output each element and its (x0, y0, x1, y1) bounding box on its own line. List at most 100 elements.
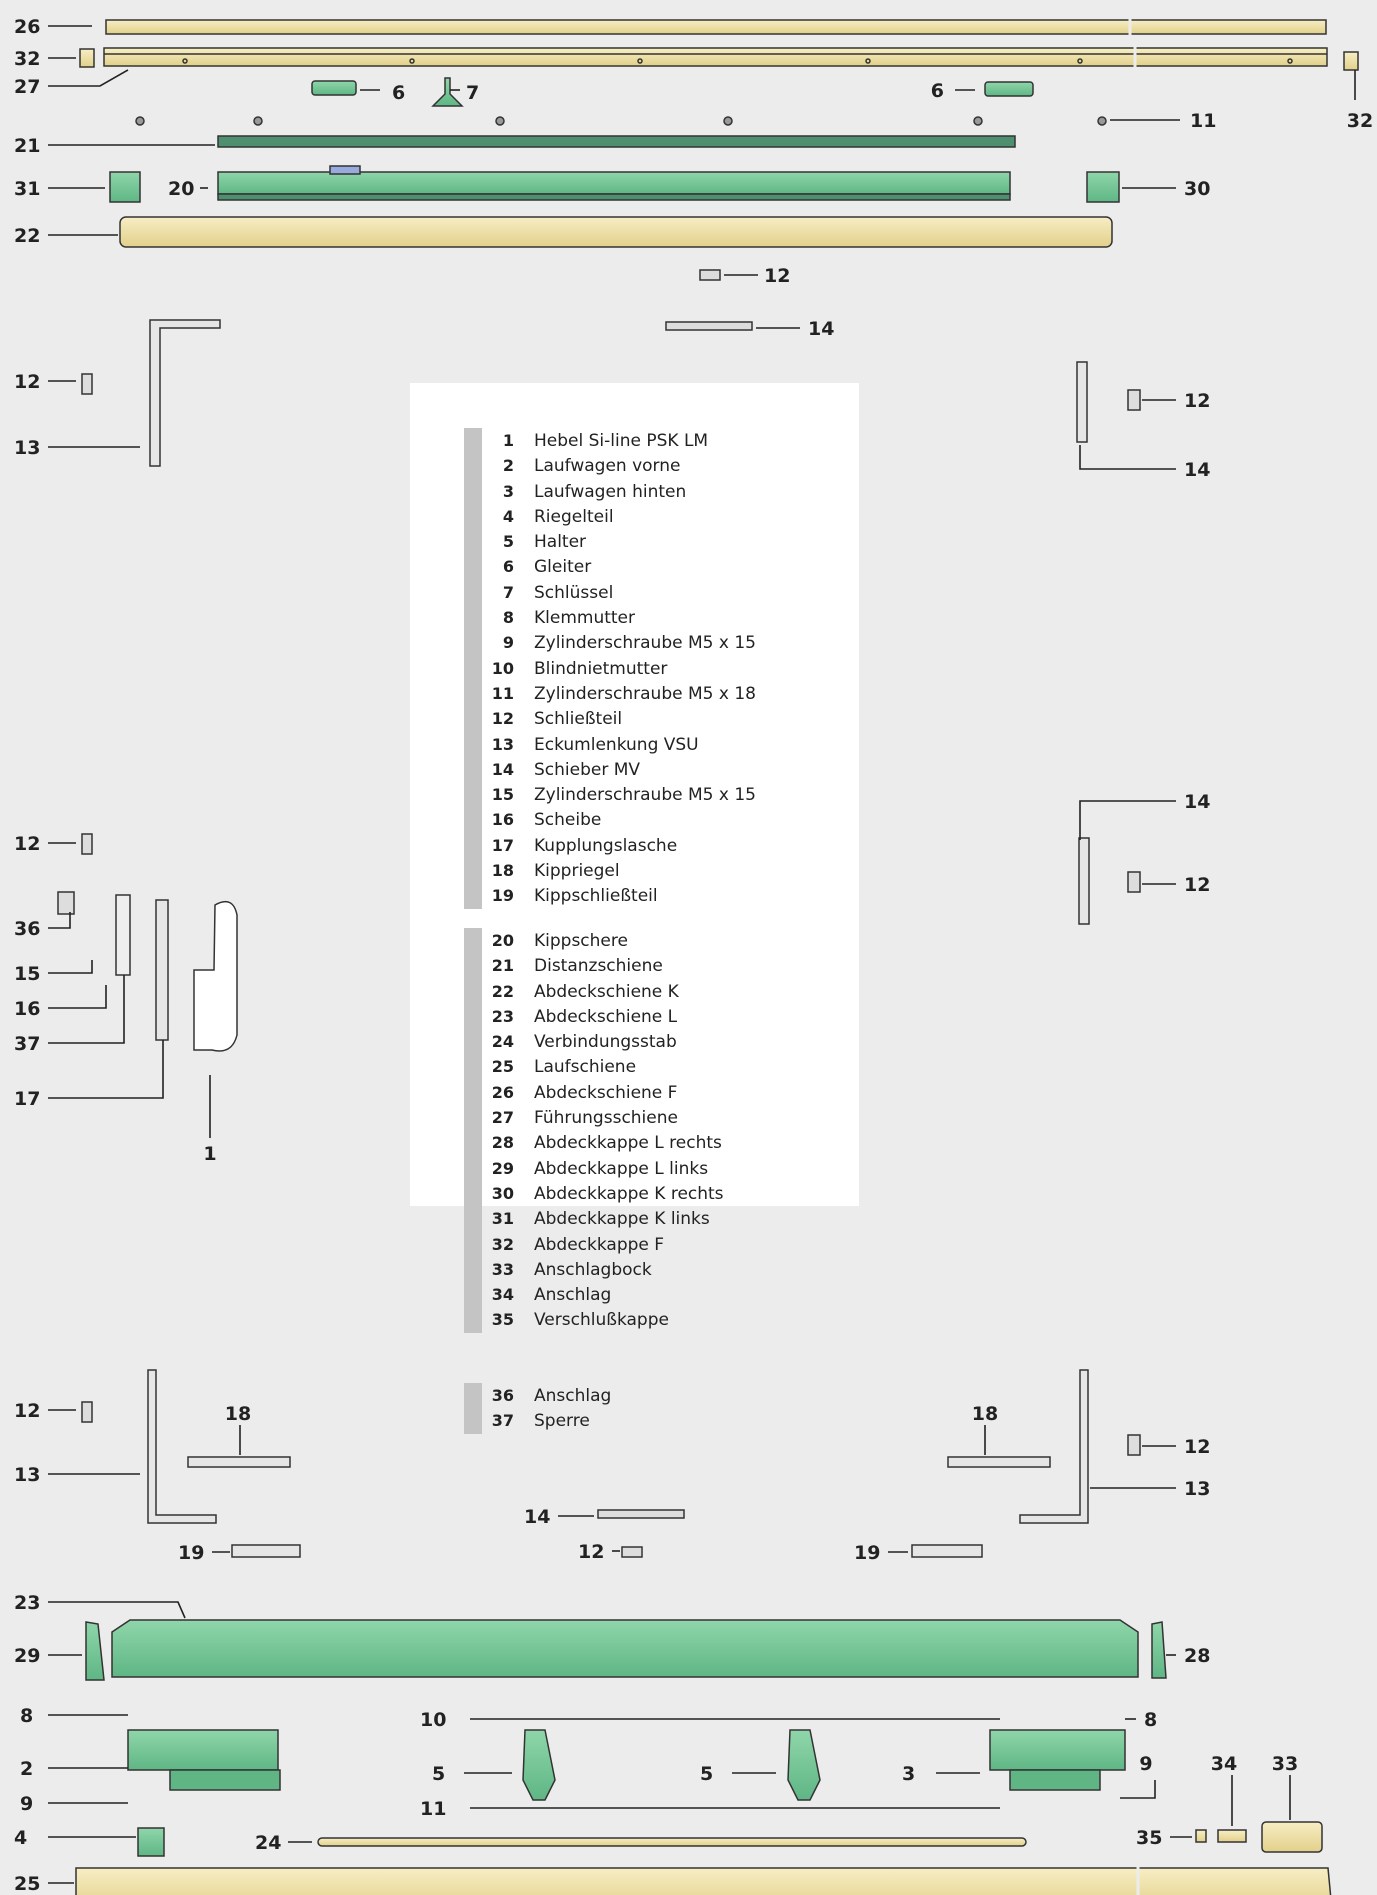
legend-label: Anschlag (534, 1285, 612, 1306)
legend-label: Abdeckkappe L rechts (534, 1133, 722, 1154)
halter-right (787, 1729, 821, 1801)
legend-label: Verbindungsstab (534, 1032, 677, 1053)
schliessteil-l-mid (81, 833, 93, 855)
legend-number: 21 (491, 956, 514, 976)
callout-number: 9 (1139, 1753, 1152, 1775)
legend-number: 23 (491, 1006, 514, 1026)
fuehrungsschiene-rail (103, 45, 1328, 69)
callout-number: 26 (14, 16, 40, 38)
legend-label: Gleiter (534, 557, 592, 578)
callout-number: 12 (1184, 874, 1210, 896)
callout-number: 14 (524, 1506, 550, 1528)
gleiter-right (984, 81, 1034, 97)
legend-number: 27 (491, 1108, 514, 1128)
callout-number: 2 (20, 1758, 33, 1780)
callout-number: 36 (14, 918, 40, 940)
callout-number: 11 (420, 1798, 446, 1820)
anschlag-36 (57, 891, 75, 915)
distanzschiene (217, 135, 1016, 148)
legend-number: 22 (491, 981, 514, 1001)
callout-number: 30 (1184, 178, 1210, 200)
callout-number: 35 (1136, 1827, 1162, 1849)
callout-number: 22 (14, 225, 40, 247)
callout-number: 1 (203, 1143, 216, 1165)
schieber-mv-top (665, 321, 753, 331)
legend-label: Scheibe (534, 810, 602, 831)
halter-left (522, 1729, 556, 1801)
schliessteil-top (699, 269, 721, 281)
legend-number: 28 (491, 1133, 514, 1153)
abdeckkappe-l-links (85, 1621, 105, 1681)
legend-number: 11 (491, 683, 514, 703)
callout-number: 25 (14, 1873, 40, 1895)
abdeckschiene-l (111, 1619, 1139, 1678)
schliessteil-bottom (621, 1546, 643, 1558)
legend-label: Abdeckschiene L (534, 1006, 678, 1027)
legend-label: Laufwagen hinten (534, 481, 687, 502)
legend-label: Abdeckkappe L links (534, 1158, 709, 1179)
eckumlenkung-bottom-right (1019, 1369, 1089, 1524)
schieber-mv-bottom (597, 1509, 685, 1519)
callout-leader (1120, 1780, 1156, 1799)
legend-label: Verschlußkappe (534, 1310, 669, 1331)
callout-number: 8 (1144, 1709, 1157, 1731)
kupplungslasche (155, 899, 169, 1041)
abdeckkappe-k-links (109, 171, 141, 203)
callout-leader (48, 1601, 186, 1619)
legend-number: 13 (491, 734, 514, 754)
abdeckschiene-f-rail (105, 17, 1327, 37)
callout-number: 21 (14, 135, 40, 157)
callout-number: 27 (14, 76, 40, 98)
verschlusskappe (1195, 1829, 1207, 1843)
legend-label: Hebel Si-line PSK LM (534, 431, 709, 451)
callout-leader (48, 1040, 164, 1099)
verbindungsstab (317, 1837, 1027, 1847)
callout-number: 11 (1190, 110, 1216, 132)
legend-number: 10 (491, 658, 514, 678)
callout-number: 6 (392, 82, 405, 104)
callout-number: 12 (14, 833, 40, 855)
legend-label: Kippschließteil (534, 886, 658, 907)
schliessteil-r2 (1127, 871, 1141, 893)
legend-label: Kippriegel (534, 861, 620, 882)
legend-number: 20 (491, 931, 514, 950)
legend-label: Schlüssel (534, 582, 614, 603)
callout-leader (48, 912, 71, 929)
legend-number: 25 (491, 1057, 514, 1077)
callout-number: 5 (432, 1763, 445, 1785)
callout-number: 12 (764, 265, 790, 287)
callout-number: 13 (14, 437, 40, 459)
callout-number: 14 (1184, 459, 1210, 481)
schieber-mv-right-mid (1078, 837, 1090, 925)
legend-label: Abdeckschiene F (534, 1082, 678, 1103)
legend-label: Halter (534, 532, 587, 553)
callout-leaders (48, 25, 1356, 1884)
schliessteil-tl (81, 373, 93, 395)
callout-number: 10 (420, 1709, 446, 1731)
legend-number: 3 (502, 481, 514, 501)
schluessel (431, 77, 464, 107)
abdeckkappe-l-rechts (1151, 1621, 1167, 1679)
callout-leader (48, 960, 93, 974)
riegelteil (137, 1827, 165, 1857)
legend-number: 31 (491, 1209, 514, 1229)
legend-label: Sperre (534, 1411, 590, 1432)
legend-number: 7 (502, 582, 514, 602)
